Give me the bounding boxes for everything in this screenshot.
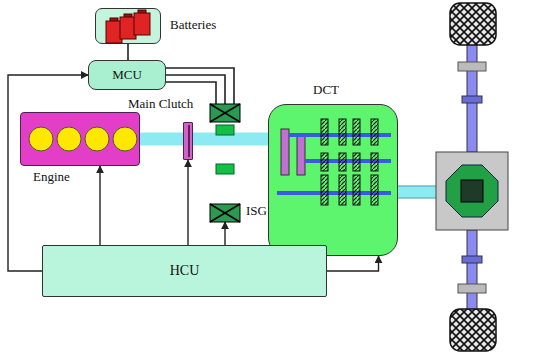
gear xyxy=(321,119,328,145)
component-label: ISG xyxy=(246,204,267,219)
differential-core xyxy=(461,180,483,202)
rotor xyxy=(216,164,234,174)
control-signal xyxy=(8,75,88,271)
battery-cell xyxy=(134,13,150,35)
gear xyxy=(339,175,346,205)
differential-housing xyxy=(436,152,508,230)
engine-cylinder xyxy=(113,127,137,151)
gear xyxy=(353,119,360,145)
stator-coil xyxy=(210,104,240,122)
coil-cross xyxy=(210,204,240,222)
control-signal xyxy=(187,160,188,245)
engine-cylinder xyxy=(57,127,81,151)
gear xyxy=(371,175,378,205)
control-signal xyxy=(99,166,100,245)
engine-cylinder xyxy=(29,127,53,151)
output-shaft xyxy=(396,186,438,198)
gear xyxy=(339,153,346,171)
axle-joint xyxy=(462,96,482,103)
coil-cross xyxy=(210,104,240,122)
gear xyxy=(371,153,378,171)
gear xyxy=(321,153,328,171)
axle-lower xyxy=(467,230,477,310)
wheel xyxy=(450,3,496,45)
bearing xyxy=(458,62,486,71)
control-signal xyxy=(327,256,379,271)
gear xyxy=(371,119,378,145)
hcu-box: HCU xyxy=(42,245,327,297)
component-label: DCT xyxy=(313,83,339,98)
gear xyxy=(353,153,360,171)
wheel xyxy=(450,309,496,351)
dual-clutch xyxy=(281,129,289,175)
power-cable xyxy=(127,44,129,60)
engine-block-art xyxy=(21,113,139,165)
isg-motor-art xyxy=(210,104,240,222)
isg-motor: ISG xyxy=(210,104,240,222)
stator-coil xyxy=(210,204,240,222)
component-label: MCU xyxy=(112,68,142,83)
main-clutch: Main Clutch xyxy=(183,122,193,160)
battery-pack-art xyxy=(96,9,160,43)
dual-clutch xyxy=(297,135,305,175)
gear xyxy=(321,175,328,205)
component-label: Main Clutch xyxy=(128,97,193,112)
component-label: Engine xyxy=(33,170,70,185)
control-signal xyxy=(224,222,225,245)
mcu-box: MCU xyxy=(88,60,166,90)
dct-gearbox-art xyxy=(269,105,397,255)
axle-joint xyxy=(462,256,482,263)
dct-gearbox: DCT xyxy=(268,104,398,256)
gear xyxy=(339,119,346,145)
differential-gear xyxy=(446,165,498,217)
main-clutch-art xyxy=(184,123,192,159)
crank-shaft xyxy=(140,133,183,146)
gear xyxy=(353,175,360,205)
rotor xyxy=(216,125,234,135)
engine-cylinder xyxy=(85,127,109,151)
bearing xyxy=(458,284,486,293)
component-label: Batteries xyxy=(170,18,216,33)
component-label: HCU xyxy=(170,263,200,279)
clutch-plate xyxy=(188,125,190,157)
engine-block: Engine xyxy=(20,112,140,166)
battery-pack: Batteries xyxy=(95,8,161,44)
